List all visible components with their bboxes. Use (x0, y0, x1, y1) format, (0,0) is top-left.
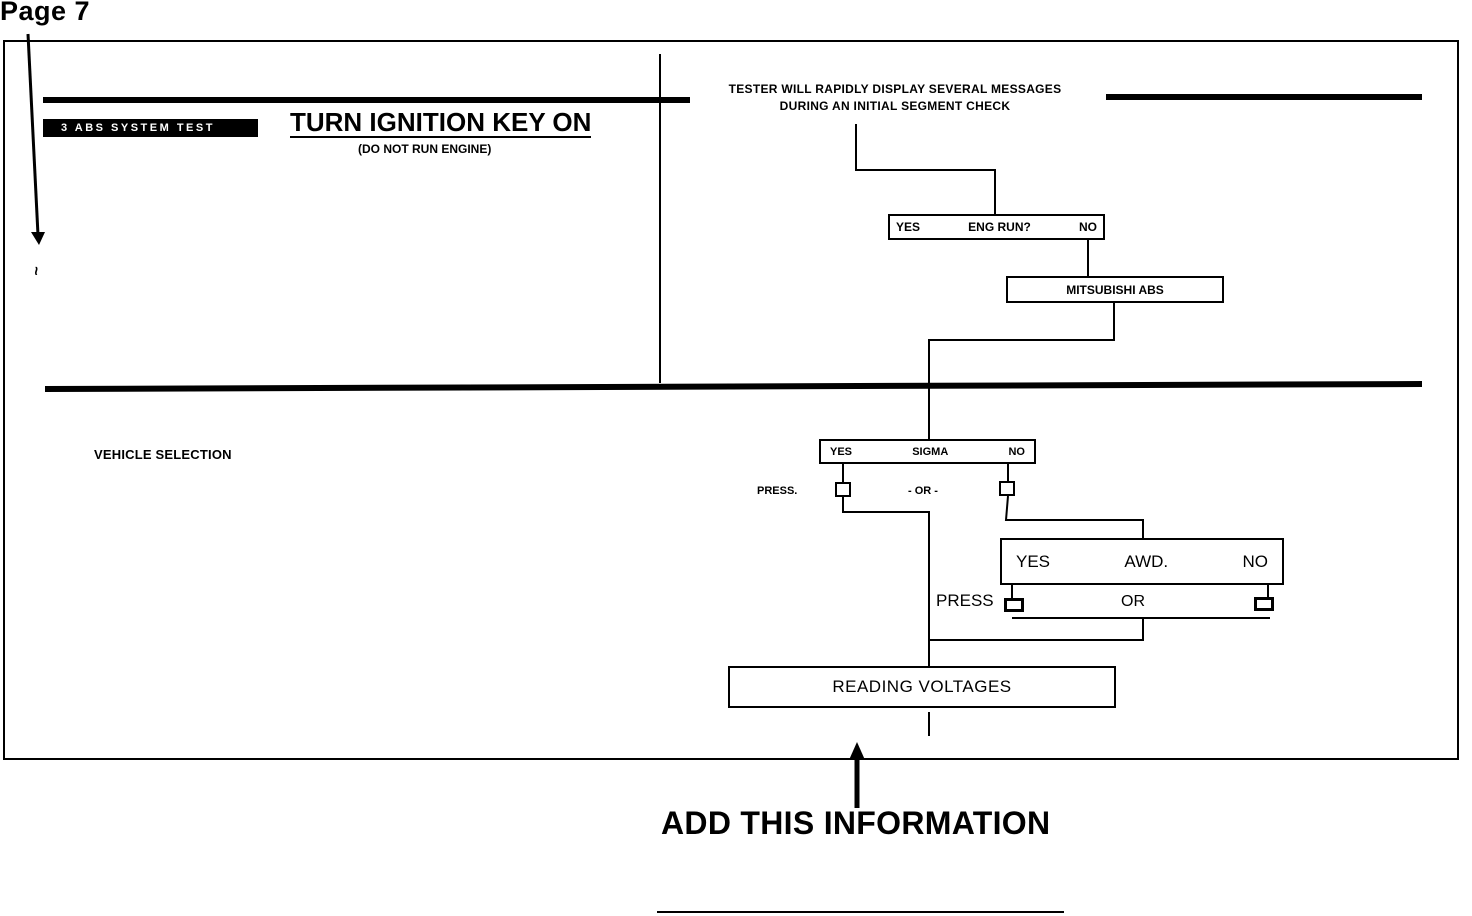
eng-run-yes: YES (896, 220, 921, 234)
sigma-or-label: - OR - (908, 485, 938, 497)
awd-label: AWD. (1124, 551, 1169, 571)
mitsubishi-abs-label: MITSUBISHI ABS (1066, 282, 1164, 297)
add-information-callout: ADD THIS INFORMATION (661, 805, 1051, 841)
sigma-yes: YES (830, 445, 853, 458)
section-badge: 3 ABS SYSTEM TEST (43, 119, 258, 137)
sigma-label: SIGMA (912, 445, 949, 458)
vehicle-selection-label: VEHICLE SELECTION (94, 447, 232, 462)
awd-yes-key (1004, 598, 1024, 612)
connector-note-engrun (855, 124, 996, 215)
tester-note-line1: TESTER WILL RAPIDLY DISPLAY SEVERAL MESS… (728, 82, 1062, 96)
connector-sigma-no-awd (1004, 495, 1144, 539)
awd-yes: YES (1016, 551, 1051, 571)
awd-no: NO (1242, 551, 1268, 571)
page-title: TURN IGNITION KEY ON (290, 107, 592, 138)
eng-run-no: NO (1079, 220, 1097, 234)
page-arrow-shaft (26, 33, 40, 236)
connector-awd-reading (929, 618, 1144, 641)
reading-voltages-display: READING VOLTAGES (728, 666, 1116, 708)
page-subtitle: (DO NOT RUN ENGINE) (358, 142, 492, 156)
callout-arrow-head (849, 742, 865, 760)
page-arrow-head (31, 232, 45, 245)
section-rule (44, 381, 1423, 392)
sigma-display: YES SIGMA NO (819, 439, 1036, 464)
tester-note: TESTER WILL RAPIDLY DISPLAY SEVERAL MESS… (690, 81, 1100, 115)
awd-or-label: OR (1121, 593, 1145, 610)
page-label: Page 7 (0, 0, 91, 26)
eng-run-display: YES ENG RUN? NO (888, 214, 1105, 240)
reading-voltages-label: READING VOLTAGES (832, 677, 1012, 696)
tester-note-line2: DURING AN INITIAL SEGMENT CHECK (779, 99, 1011, 113)
margin-mark: ~ (28, 266, 46, 276)
sigma-no: NO (1008, 445, 1025, 458)
sigma-press-label: PRESS. (757, 485, 798, 497)
awd-press-label: PRESS (936, 591, 994, 610)
mitsubishi-abs-display: MITSUBISHI ABS (1006, 276, 1224, 303)
sigma-yes-key (835, 482, 851, 497)
document-frame (3, 40, 1459, 760)
sigma-no-key (999, 481, 1015, 496)
eng-run-label: ENG RUN? (968, 220, 1031, 234)
connector-sigma-yes-reading (842, 497, 930, 667)
awd-display: YES AWD. NO (1000, 538, 1284, 585)
connector-mitsubishi-sigma (928, 302, 1115, 440)
awd-no-key (1254, 597, 1274, 611)
